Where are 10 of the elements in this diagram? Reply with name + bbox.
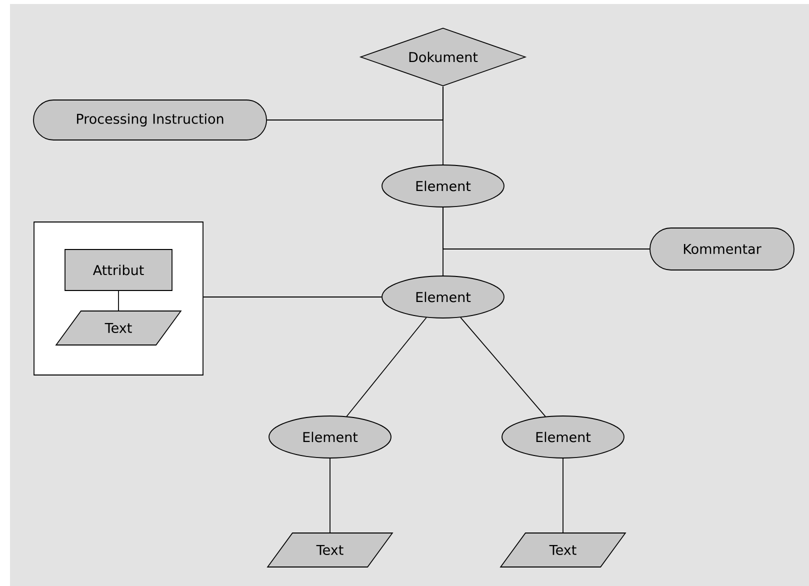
connector-line <box>203 296 382 298</box>
connector-line <box>442 207 650 250</box>
connector-line <box>460 317 546 417</box>
connector-line <box>266 86 444 120</box>
attribute-box: Attribut <box>64 249 172 291</box>
rounded-box: Kommentar <box>650 228 794 270</box>
rounded-box: Processing Instruction <box>33 100 267 140</box>
connector-line <box>562 458 564 533</box>
connector-line <box>346 317 427 417</box>
connector-line <box>118 290 119 311</box>
